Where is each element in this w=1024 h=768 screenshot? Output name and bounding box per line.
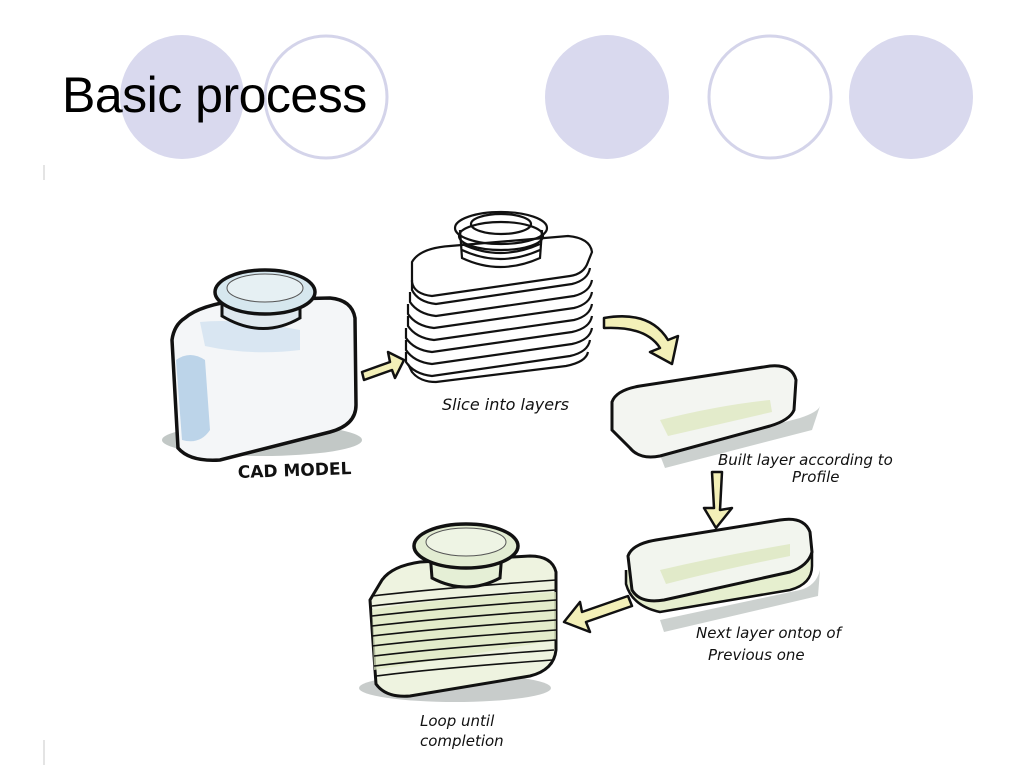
built-layer-tint (660, 400, 772, 436)
completed-layer-lines (371, 579, 557, 677)
slice-layer-5 (406, 303, 594, 342)
cad-model-label: CAD MODEL (237, 459, 351, 483)
slice-layer-6 (404, 315, 594, 354)
deco-circle-outline-2 (707, 34, 833, 160)
deco-circle-outline-1 (263, 34, 389, 160)
slice-layer-1 (410, 234, 594, 298)
slice-layer-9 (407, 351, 590, 384)
arrow-cad-to-slices (360, 350, 406, 382)
next-layer-tint (660, 544, 790, 584)
decorative-circles (120, 34, 973, 160)
arrow-slices-to-layer (602, 315, 680, 366)
slice-cap-ring-2 (453, 210, 549, 246)
next-layer-shadow (660, 570, 820, 632)
slice-cap-lines (461, 242, 541, 261)
arrow-next-to-completed (562, 594, 634, 634)
slice-label: Slice into layers (442, 395, 569, 414)
loop-label-line2: completion (420, 732, 504, 750)
slice-layer-2 (410, 267, 592, 306)
arrow-layer-to-next (702, 470, 734, 530)
next-label-line1: Next layer ontop of (696, 624, 844, 642)
built-layer-illustration (610, 364, 820, 468)
deco-circle-filled-3 (849, 35, 973, 159)
slice-layer-3 (408, 279, 594, 318)
slice-layer-4 (406, 291, 594, 330)
slide-title: Basic process (62, 67, 367, 123)
deco-circle-filled-1 (120, 35, 244, 159)
deco-circle-filled-2 (545, 35, 669, 159)
slice-layer-7 (404, 327, 594, 366)
cad-cap-top (226, 273, 304, 303)
cad-body-tint (176, 355, 210, 442)
built-label-line2: Profile (792, 468, 839, 486)
slice-cap-ring-1 (457, 220, 545, 252)
built-layer-edge (611, 409, 795, 458)
completed-cap-top (425, 527, 507, 557)
next-layer-illustration (624, 517, 820, 632)
built-label-line1: Built layer according to (718, 451, 893, 469)
loop-label-line1: Loop until (420, 712, 495, 730)
next-label-line2: Previous one (708, 646, 805, 664)
completed-model-illustration (359, 522, 558, 702)
cad-model-illustration (162, 268, 362, 462)
slice-cap-top (469, 212, 533, 236)
sliced-layers-illustration (404, 210, 594, 384)
slice-neck (458, 229, 544, 269)
built-layer-shadow (660, 406, 820, 468)
